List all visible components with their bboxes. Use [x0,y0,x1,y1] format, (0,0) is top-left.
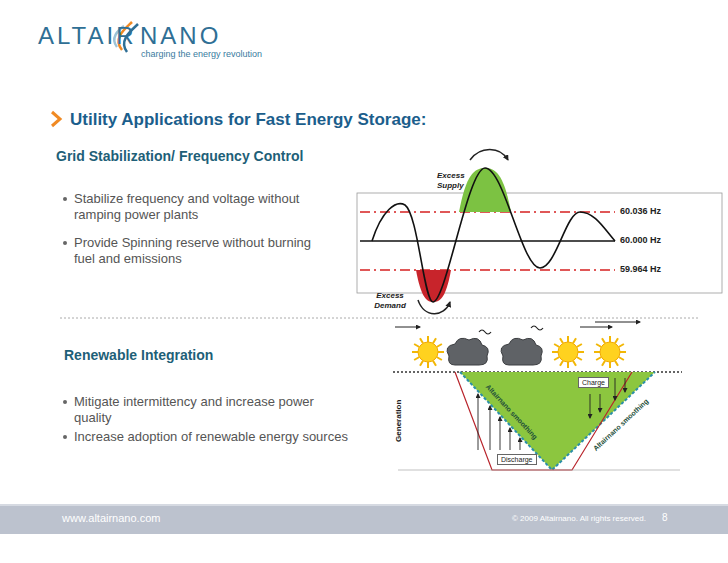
footer-url: www.altairnano.com [62,512,160,525]
footer-copyright: © 2009 Altairnano. All rights reserved. [512,514,646,524]
page-number: 8 [662,512,668,524]
bullet-text: Increase adoption of renewable energy so… [74,429,354,445]
footer-band [0,504,728,534]
sun-icon [412,336,444,368]
title-chevron [52,112,60,126]
box-text: Charge [582,379,605,386]
bullet-dot [63,197,67,201]
bullet-dot [63,400,67,404]
bullet-dot [63,435,67,439]
sun-icon [552,336,584,368]
bullet-text: Provide Spinning reserve without burning… [74,235,324,266]
frequency-value: 60.000 Hz [620,235,661,246]
footer-edge [0,504,728,506]
renewable-illustration [393,322,682,470]
bullet-dot [63,241,67,245]
section-heading: Renewable Integration [64,347,213,364]
frequency-chart [357,150,722,314]
logo-word: ALTAIR [38,22,136,51]
chart-annotation: Excess Demand [370,291,410,310]
section-heading: Grid Stabilization/ Frequency Control [56,148,303,165]
box-text: Discharge [501,456,533,463]
axis-label: Generation [394,400,404,442]
frequency-value: 60.036 Hz [620,206,661,217]
logo-tagline: charging the energy revolution [141,49,262,60]
chart-annotation: Excess Supply [437,171,473,190]
frequency-value: 59.964 Hz [620,264,661,275]
bullet-text: Stabilize frequency and voltage without … [74,191,324,222]
bullet-text: Mitigate intermittency and increase powe… [74,394,354,425]
section-divider [60,318,700,319]
slide-title: Utility Applications for Fast Energy Sto… [70,110,426,130]
logo-word: NANO [140,22,221,51]
label-box: Charge [578,377,609,388]
sun-icon [594,336,626,368]
label-box: Discharge [497,454,537,465]
